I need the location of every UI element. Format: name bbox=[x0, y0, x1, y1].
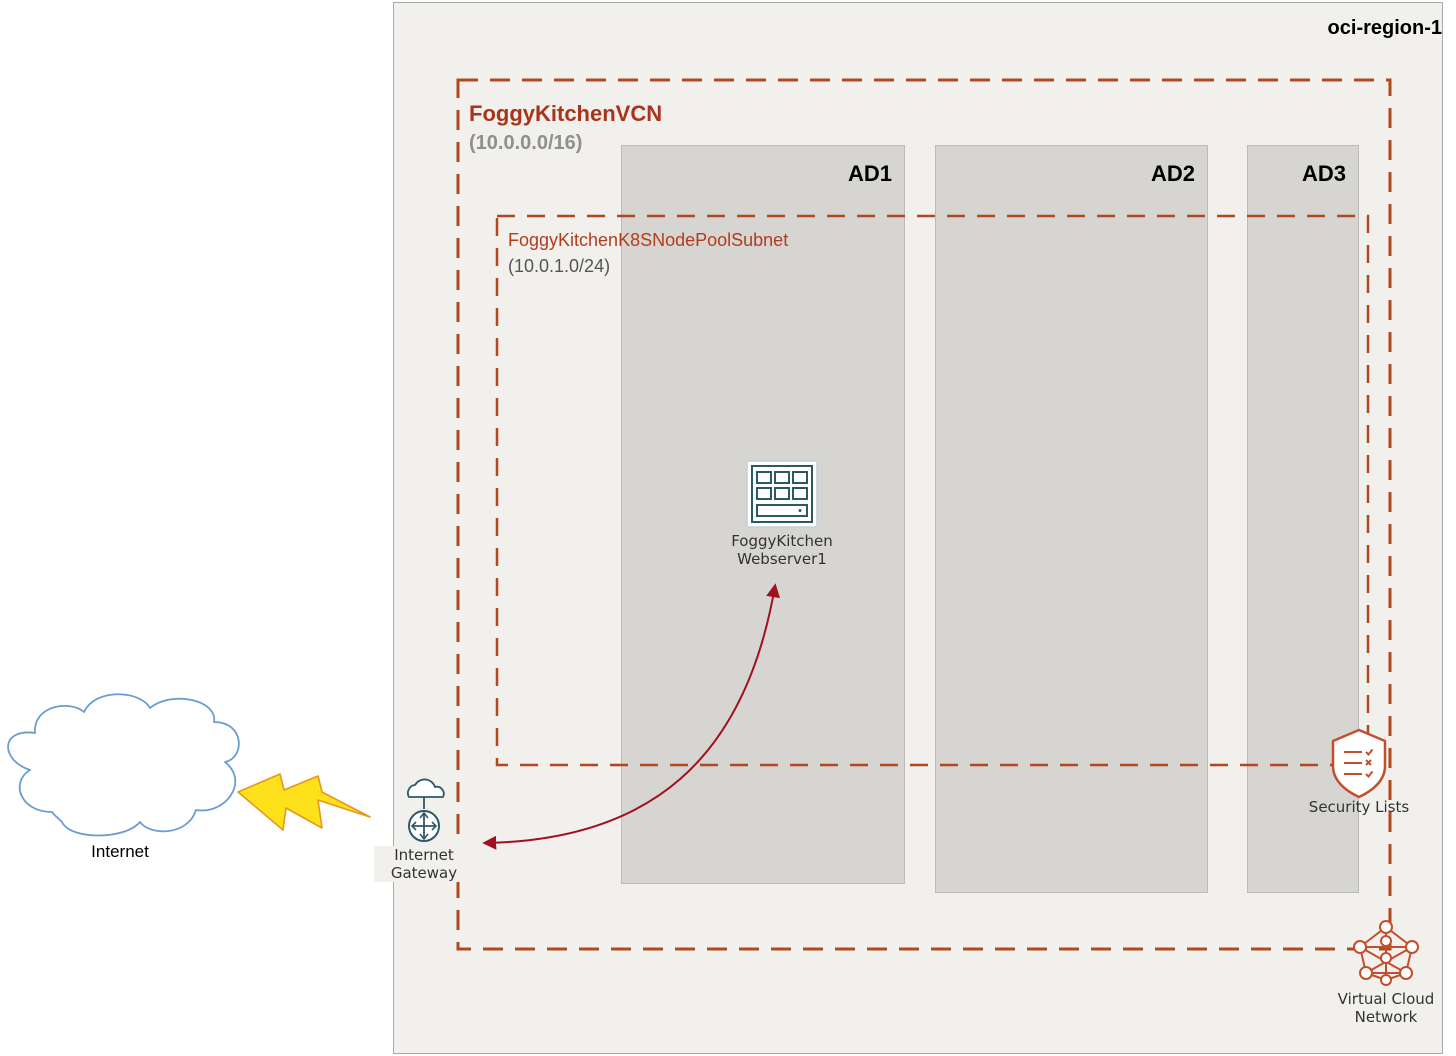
internet-label: Internet bbox=[91, 842, 149, 861]
vcn-icon-label-line2: Network bbox=[1354, 1008, 1418, 1026]
webserver-label-line2: Webserver1 bbox=[737, 550, 827, 568]
internet-gateway-label-line2: Gateway bbox=[390, 864, 458, 882]
network-icon bbox=[1353, 920, 1419, 986]
ad1-label: AD1 bbox=[847, 161, 892, 186]
availability-domain-2: AD2 bbox=[935, 145, 1208, 893]
webserver-label: FoggyKitchen Webserver1 bbox=[712, 532, 852, 568]
internet-gateway-label-line1: Internet bbox=[394, 846, 454, 864]
vcn-icon-label-line1: Virtual Cloud bbox=[1337, 990, 1435, 1008]
internet-gateway-icon bbox=[407, 778, 445, 842]
lightning-icon bbox=[237, 773, 371, 831]
vcn-cidr: (10.0.0.0/16) bbox=[469, 132, 583, 154]
internet-gateway-label: Internet Gateway bbox=[374, 846, 474, 882]
vcn-border bbox=[456, 78, 1392, 951]
ad2-label: AD2 bbox=[1150, 161, 1195, 186]
connection-arrow bbox=[482, 583, 780, 850]
region-title: oci-region-1 bbox=[1327, 17, 1442, 39]
webserver-label-line1: FoggyKitchen bbox=[731, 532, 833, 550]
cloud-icon bbox=[7, 693, 240, 837]
security-lists-label: Security Lists bbox=[1308, 798, 1410, 816]
vcn-title: FoggyKitchenVCN bbox=[469, 101, 663, 126]
subnet-cidr: (10.0.1.0/24) bbox=[508, 256, 611, 276]
shield-icon bbox=[1331, 728, 1387, 799]
compute-instance-icon bbox=[746, 460, 818, 528]
vcn-icon-label: Virtual Cloud Network bbox=[1316, 990, 1456, 1026]
subnet-title: FoggyKitchenK8SNodePoolSubnet bbox=[508, 230, 789, 250]
ad3-label: AD3 bbox=[1301, 161, 1346, 186]
subnet-border bbox=[495, 214, 1370, 767]
